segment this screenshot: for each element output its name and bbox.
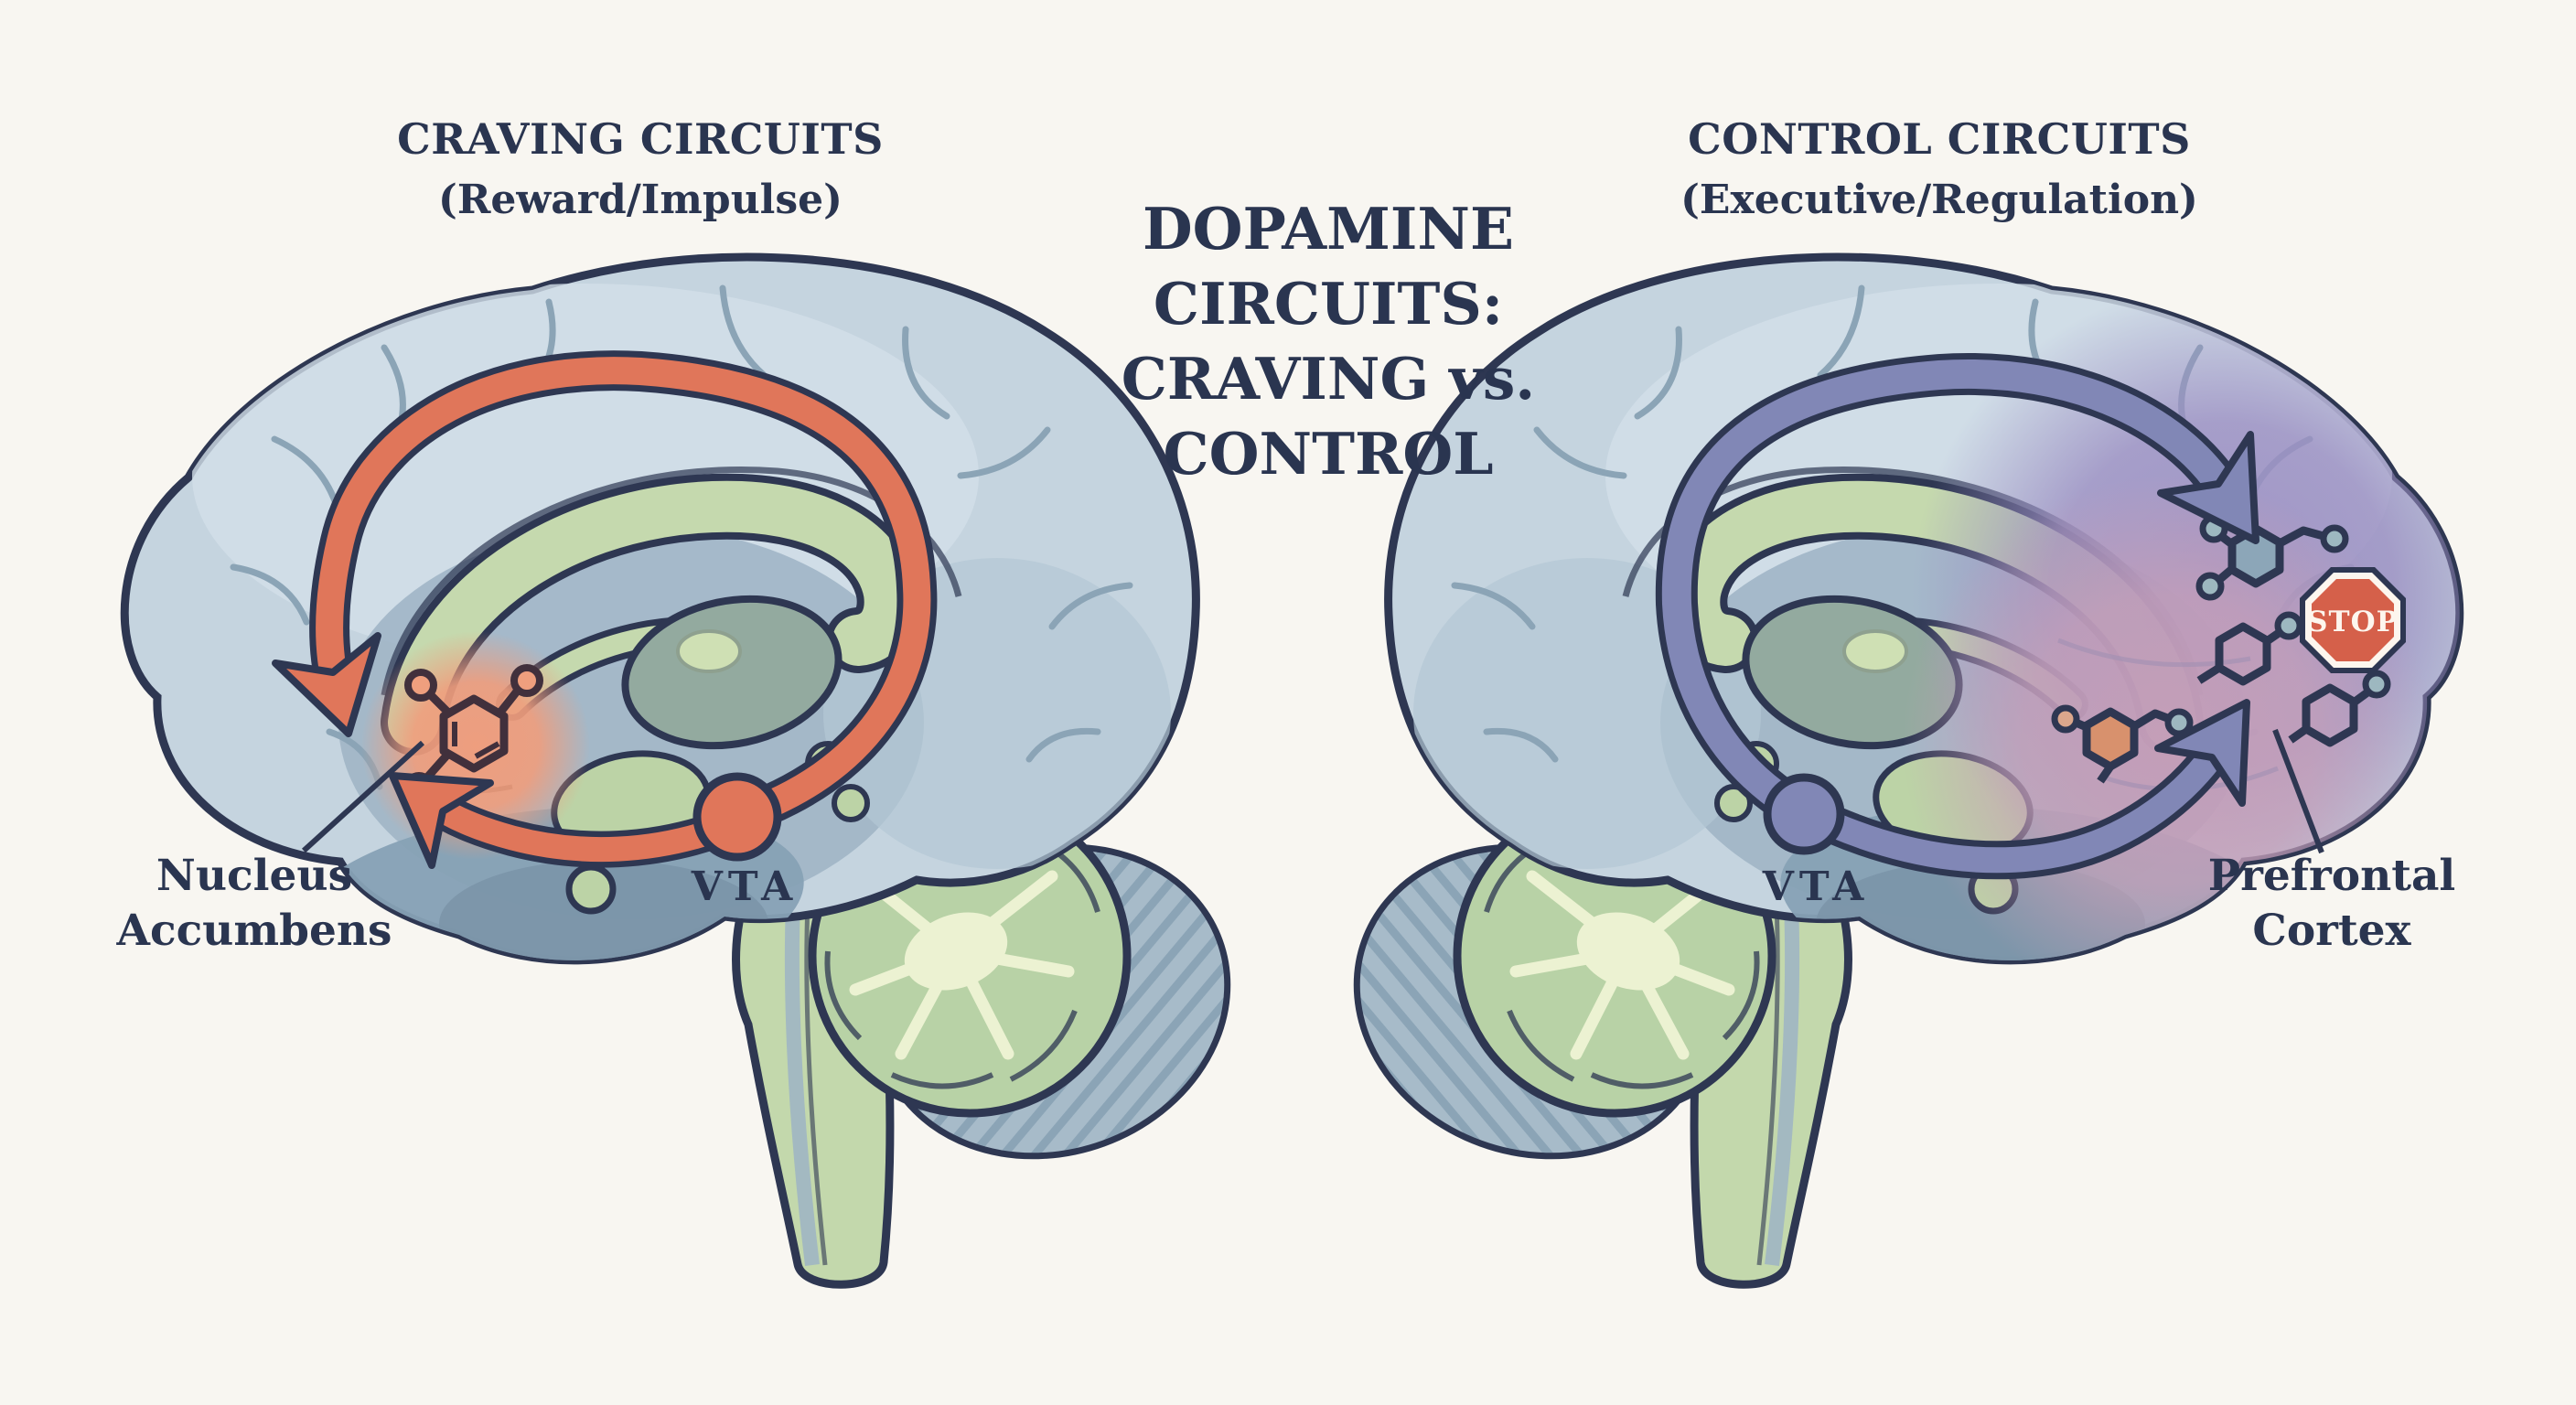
left-panel-heading: CRAVING CIRCUITS xyxy=(397,114,884,164)
control-arrowhead-bottom xyxy=(2154,699,2250,807)
prefrontal-cortex-label: Prefrontal Cortex xyxy=(2207,851,2456,957)
craving-loop-arrow xyxy=(272,350,938,869)
dopamine-molecule-icon xyxy=(2051,704,2194,784)
control-loop-arrow xyxy=(1655,353,2259,880)
vta-node-right xyxy=(1763,773,1845,855)
prefrontal-cortex-leader-line xyxy=(2272,728,2324,854)
right-panel-heading: CONTROL CIRCUITS xyxy=(1688,114,2191,164)
left-brain xyxy=(120,252,1271,1284)
craving-arrowhead-bottom xyxy=(389,772,494,869)
control-arrowhead-top xyxy=(2157,431,2259,544)
left-panel-subheading: (Reward/Impulse) xyxy=(438,177,843,223)
vta-label-left: VTA xyxy=(691,863,799,910)
vta-label-right: VTA xyxy=(1762,863,1870,910)
nucleus-accumbens-leader-line xyxy=(301,740,425,853)
stop-sign-icon: STOP xyxy=(2300,567,2406,673)
right-panel-subheading: (Executive/Regulation) xyxy=(1680,177,2198,223)
craving-arrowhead-top xyxy=(272,632,381,737)
stop-sign-label: STOP xyxy=(2307,606,2399,638)
nucleus-accumbens-label: Nucleus Accumbens xyxy=(116,851,392,957)
page-title-line2: CRAVING vs. CONTROL xyxy=(1121,344,1536,488)
page-title-line1: DOPAMINE CIRCUITS: xyxy=(1143,195,1514,338)
dopamine-molecule-icon xyxy=(2288,670,2391,747)
page-title: DOPAMINE CIRCUITS: CRAVING vs. CONTROL xyxy=(962,192,1694,492)
dopamine-molecule-icon xyxy=(2195,514,2349,601)
vta-node-left xyxy=(692,772,782,862)
